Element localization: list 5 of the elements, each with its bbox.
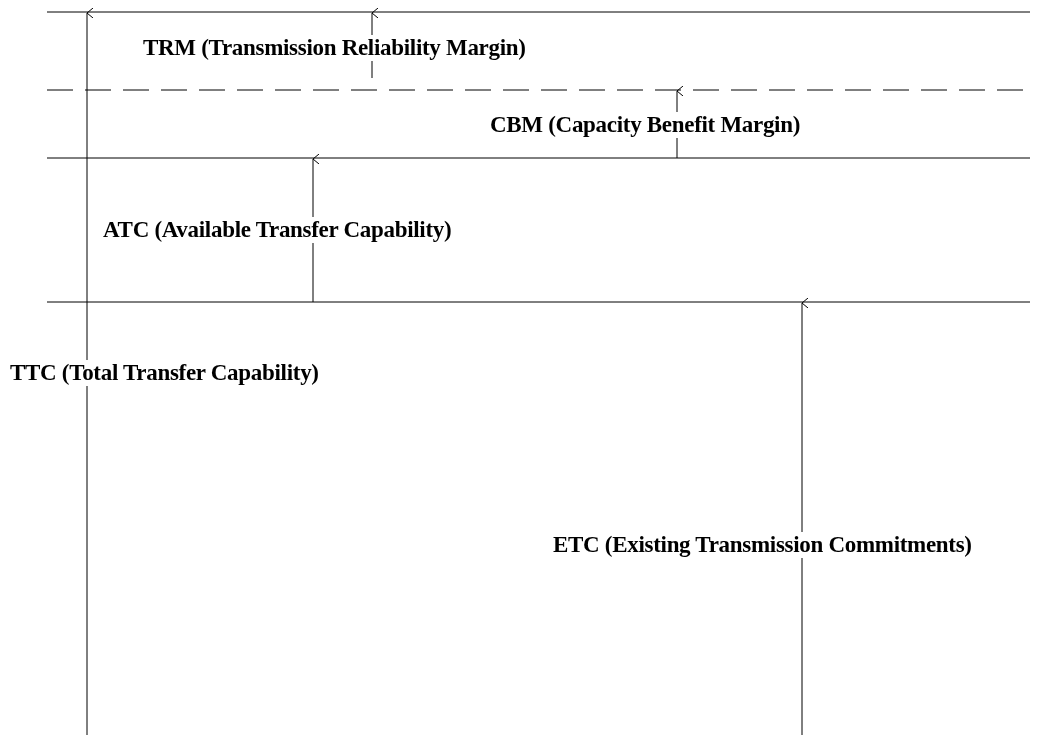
quantity-label: ETC (Existing Transmission Commitments): [553, 532, 972, 558]
quantity-label: TTC (Total Transfer Capability): [10, 360, 319, 386]
quantity-label: ATC (Available Transfer Capability): [103, 217, 452, 243]
quantity-label: TRM (Transmission Reliability Margin): [143, 35, 526, 61]
quantity-label: CBM (Capacity Benefit Margin): [490, 112, 801, 138]
